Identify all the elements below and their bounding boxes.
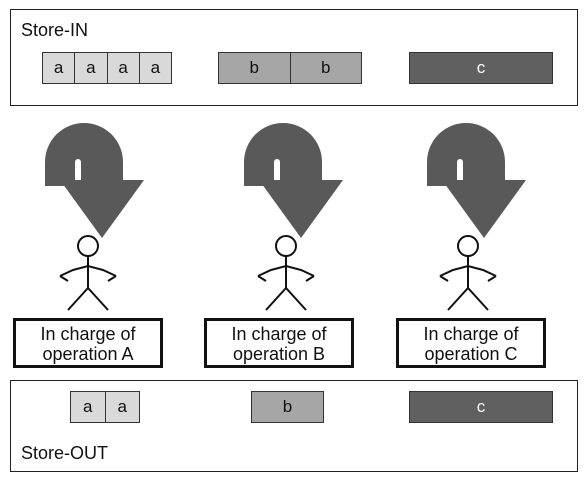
stick-figure-icon: [439, 235, 497, 311]
store-in-cell: a: [74, 53, 106, 83]
stick-figure-icon: [257, 235, 315, 311]
store-in-cell: c: [476, 58, 486, 77]
worker-box-a: In charge of operation A: [13, 318, 163, 368]
worker-line1: In charge of: [40, 324, 136, 344]
store-in-label: Store-IN: [21, 20, 89, 40]
store-in-block-a: a a a a: [42, 52, 172, 84]
store-in-block-b: b b: [218, 52, 362, 84]
store-out-label: Store-OUT: [21, 443, 109, 463]
store-out-block-c: c: [409, 391, 553, 423]
store-out-cell: b: [282, 397, 293, 416]
worker-line2: operation A: [42, 344, 134, 364]
u-turn-arrow-icon: [427, 123, 526, 238]
worker-line1: In charge of: [423, 324, 519, 344]
u-turn-arrow-icon: [45, 123, 144, 238]
worker-line2: operation B: [232, 344, 326, 364]
store-in-cell: a: [106, 53, 139, 83]
worker-line1: In charge of: [231, 324, 327, 344]
store-in-cell: a: [138, 53, 171, 83]
worker-box-b: In charge of operation B: [204, 318, 354, 368]
u-turn-arrow-icon: [244, 123, 343, 238]
store-in-cell: b: [289, 53, 362, 83]
worker-box-c: In charge of operation C: [396, 318, 546, 368]
store-out-cell: a: [83, 397, 93, 416]
store-in-panel: Store-IN a a a a b b c: [10, 9, 578, 106]
store-out-cell: c: [476, 397, 486, 416]
store-out-block-a: a a: [70, 391, 140, 423]
store-in-cell: b: [249, 58, 259, 77]
stick-figure-icon: [59, 235, 117, 311]
store-out-panel: a a b c Store-OUT: [10, 380, 578, 472]
store-out-block-b: b: [251, 391, 324, 423]
worker-line2: operation C: [424, 344, 518, 364]
store-in-cell: a: [53, 58, 64, 77]
store-in-block-c: c: [409, 52, 553, 84]
store-out-cell: a: [104, 392, 140, 422]
